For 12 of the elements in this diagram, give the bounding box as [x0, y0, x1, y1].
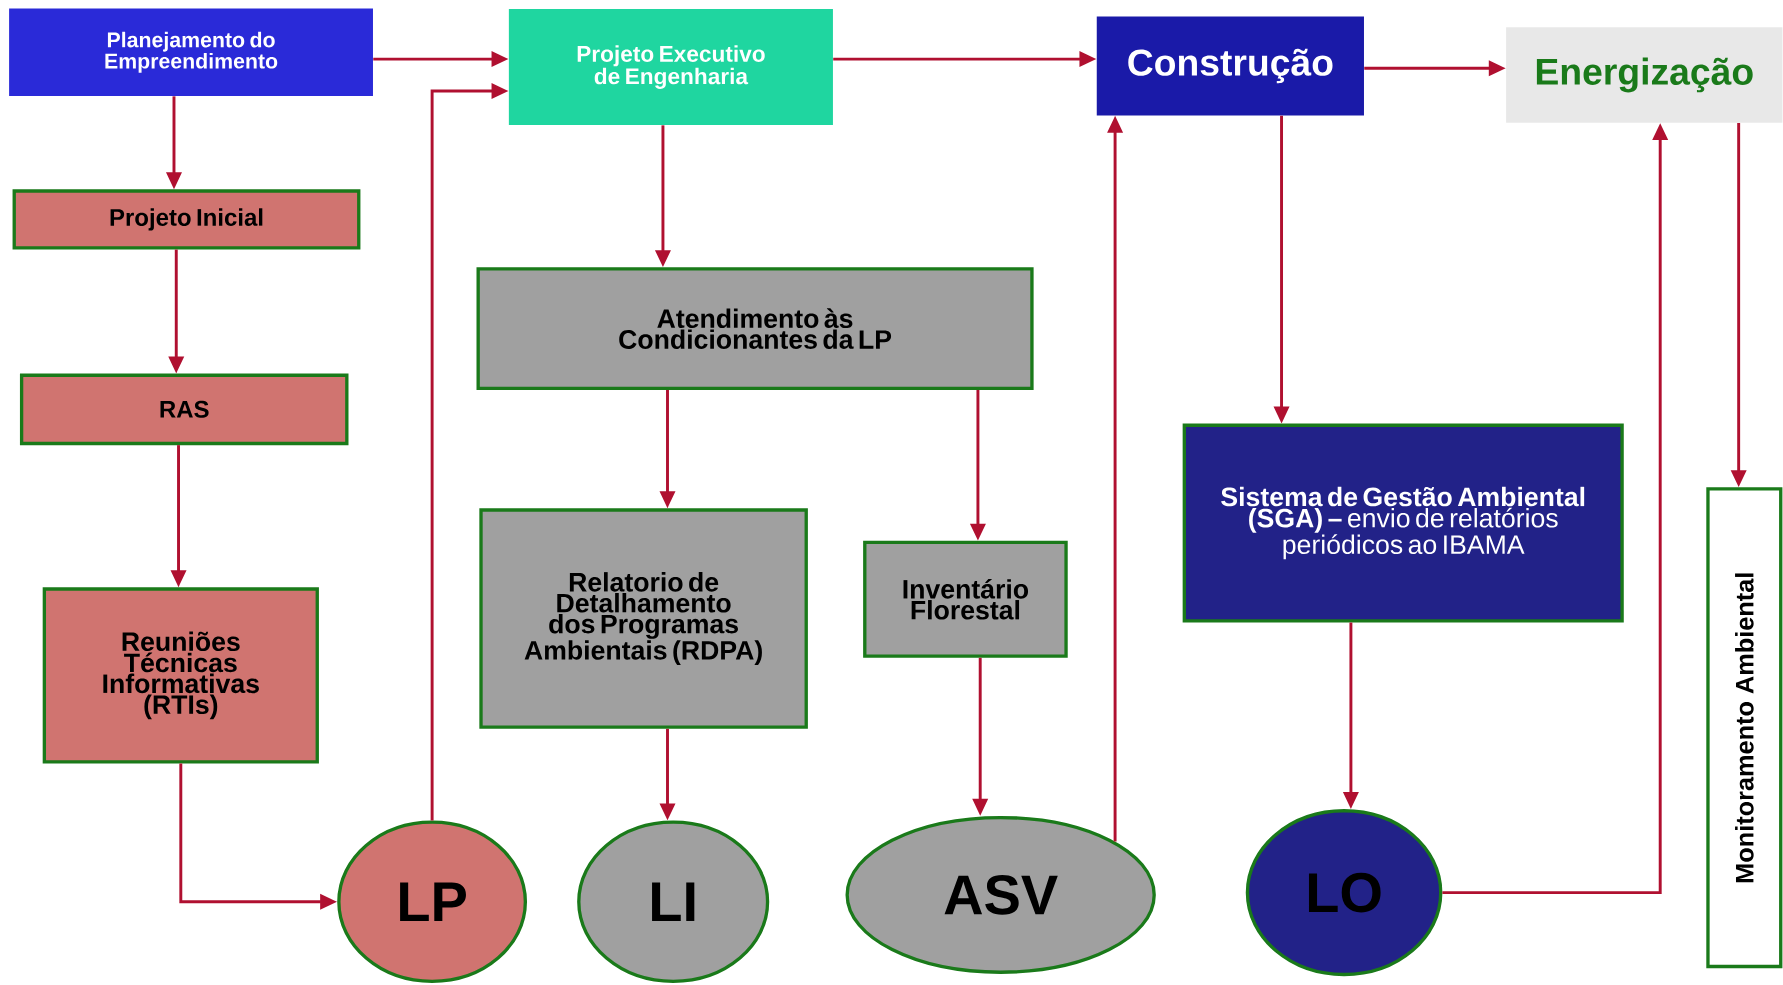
process-box: Inventário Florestal [863, 540, 1068, 658]
process-box: Construção [1096, 16, 1364, 116]
process-box: Monitoramento Ambiental [1706, 487, 1783, 969]
process-box: Reuniões Técnicas Informativas (RTIs) [42, 587, 319, 764]
process-box: Sistema de Gestão Ambiental (SGA) – envio de relatórios periódicos ao IBAMA [1182, 423, 1624, 623]
process-box: Planejamento do Empreendimento [9, 8, 373, 97]
process-box: Projeto Executivo de Engenharia [508, 9, 833, 126]
process-box: RAS [19, 373, 349, 446]
process-box: Relatorio de Detalhamento dos Programas Ambientais (RDPA) [479, 508, 808, 729]
process-box: Atendimento às Condicionantes da LP [476, 267, 1034, 391]
process-box: Projeto Inicial [12, 189, 361, 250]
process-box: Energização [1506, 27, 1783, 123]
